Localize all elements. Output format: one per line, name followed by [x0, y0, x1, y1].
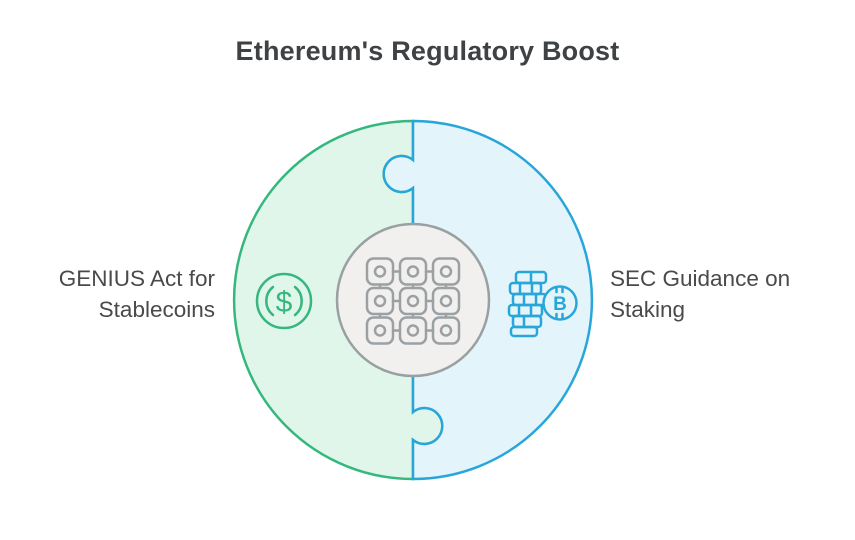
- blockchain-grid-icon: [365, 257, 461, 345]
- dollar-coin-icon: $: [255, 272, 313, 330]
- page-title: Ethereum's Regulatory Boost: [235, 36, 620, 66]
- left-segment-label: GENIUS Act for Stablecoins: [59, 263, 215, 325]
- right-label-line1: SEC Guidance on: [610, 266, 791, 291]
- left-label-line2: Stablecoins: [98, 297, 215, 322]
- right-segment-label: SEC Guidance on Staking: [610, 263, 790, 325]
- bitcoin-stack-icon: B: [507, 270, 578, 338]
- center-circle: [335, 222, 491, 378]
- bitcoin-symbol: B: [553, 294, 567, 315]
- dollar-symbol: $: [276, 286, 293, 319]
- right-label-line2: Staking: [610, 297, 686, 322]
- left-label-line1: GENIUS Act for: [58, 266, 215, 291]
